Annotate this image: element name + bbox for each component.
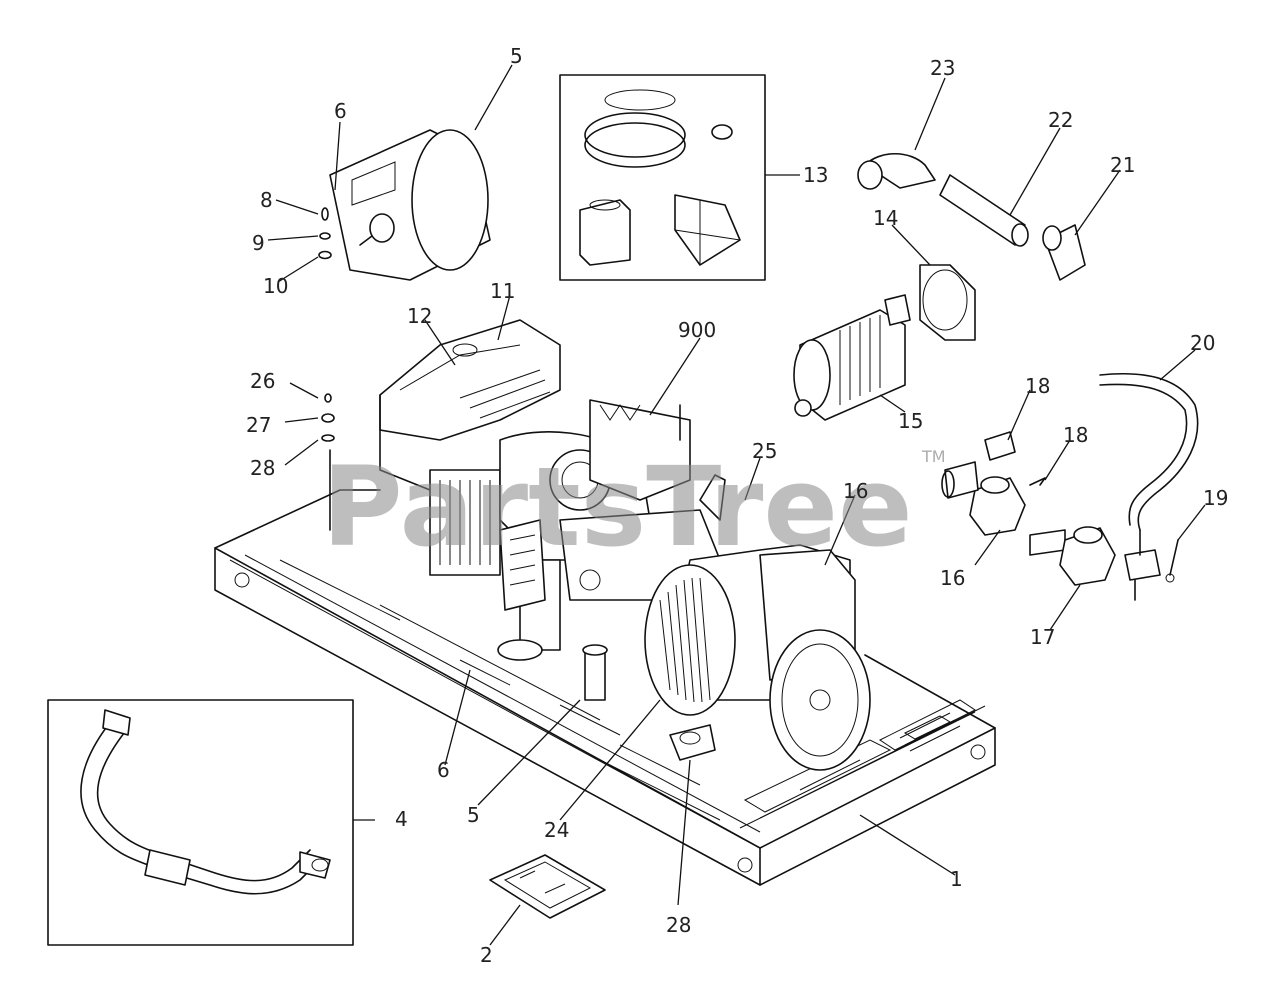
callout-12: 13 <box>803 163 828 187</box>
callout-5: 5 <box>510 44 523 68</box>
cover-plate <box>489 854 606 919</box>
callout-18-a: 18 <box>1063 423 1088 447</box>
fuel-components <box>941 372 1199 601</box>
callout-6: 6 <box>334 99 347 123</box>
callout-900: 900 <box>678 318 716 342</box>
callout-6-b: 6 <box>437 758 450 782</box>
callout-13: 14 <box>873 206 898 230</box>
callout-9: 10 <box>263 274 288 298</box>
piston-ring-kit <box>559 74 766 281</box>
callout-14: 15 <box>898 409 923 433</box>
callout-2: 2 <box>480 943 493 967</box>
callout-16-b: 17 <box>1030 625 1055 649</box>
callout-27: 28 <box>250 456 275 480</box>
callout-26: 27 <box>246 413 271 437</box>
callout-16-a: 16 <box>940 566 965 590</box>
callout-15: 16 <box>843 479 868 503</box>
callout-19: 20 <box>1190 331 1215 355</box>
exhaust-pipe-kit <box>47 699 354 946</box>
callout-labels: 5 6 8 9 10 11 12 13 14 15 16 16 17 18 18… <box>246 44 1228 967</box>
callout-24: 25 <box>752 439 777 463</box>
watermark-trademark: TM <box>921 447 946 466</box>
watermark-text: PartsTree <box>322 443 913 571</box>
callout-28-text: 28 <box>666 913 691 937</box>
alternator <box>644 544 871 771</box>
callout-25: 26 <box>250 369 275 393</box>
callout-20: 21 <box>1110 153 1135 177</box>
hardware <box>318 207 335 442</box>
callout-22: 23 <box>930 56 955 80</box>
base-frame <box>214 489 996 886</box>
callout-11: 12 <box>407 304 432 328</box>
leader-lines <box>267 64 1206 946</box>
callout-7: 8 <box>260 188 273 212</box>
air-intake <box>793 153 1086 421</box>
callout-1: 1 <box>950 867 963 891</box>
callout-23: 24 <box>544 818 569 842</box>
callout-18-b: 19 <box>1203 486 1228 510</box>
callout-17: 18 <box>1025 374 1050 398</box>
callout-10: 11 <box>490 279 515 303</box>
callout-4: 4 <box>395 807 408 831</box>
callout-21: 22 <box>1048 108 1073 132</box>
callout-5-b: 5 <box>467 803 480 827</box>
muffler <box>329 129 491 281</box>
callout-8: 9 <box>252 231 265 255</box>
